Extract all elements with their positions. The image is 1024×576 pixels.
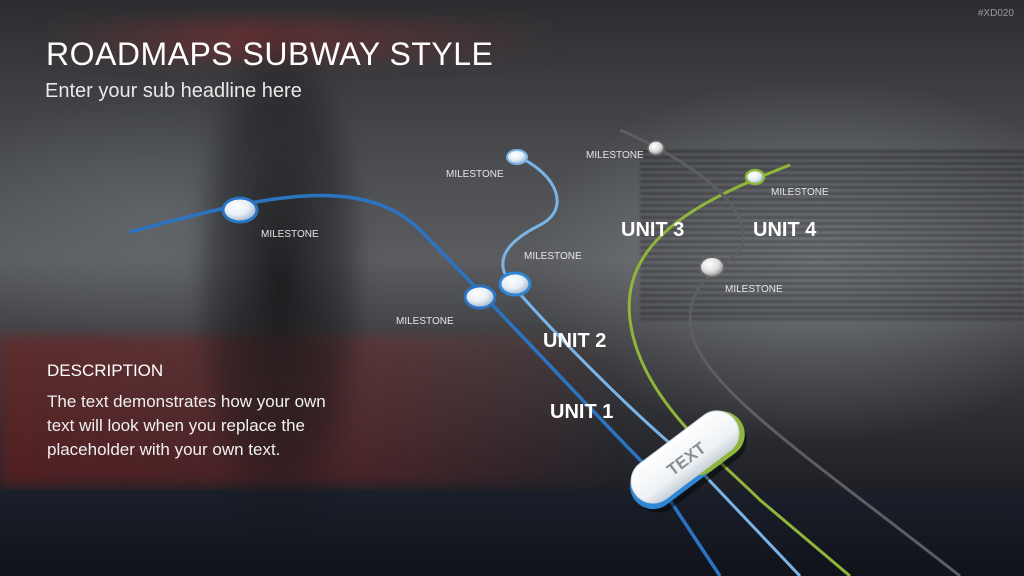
unit4-label: UNIT 4 <box>753 219 817 241</box>
milestone-label: MILESTONE <box>261 229 319 240</box>
milestone-marker[interactable] <box>700 257 724 277</box>
milestone-marker[interactable] <box>746 170 764 184</box>
milestone-label: MILESTONE <box>446 169 504 180</box>
milestone-label: MILESTONE <box>725 284 783 295</box>
milestone-marker[interactable] <box>500 273 530 295</box>
milestone-label: MILESTONE <box>586 150 644 161</box>
milestone-marker[interactable] <box>648 141 664 155</box>
unit1-label: UNIT 1 <box>550 401 613 423</box>
milestone-marker[interactable] <box>465 286 495 308</box>
unit3-label: UNIT 3 <box>621 219 684 241</box>
unit1-line <box>130 196 720 576</box>
milestone-label: MILESTONE <box>524 251 582 262</box>
milestone-marker[interactable] <box>223 198 257 222</box>
unit2-label: UNIT 2 <box>543 330 606 352</box>
milestone-label: MILESTONE <box>396 316 454 327</box>
milestone-label: MILESTONE <box>771 187 829 198</box>
milestone-marker[interactable] <box>507 150 527 164</box>
